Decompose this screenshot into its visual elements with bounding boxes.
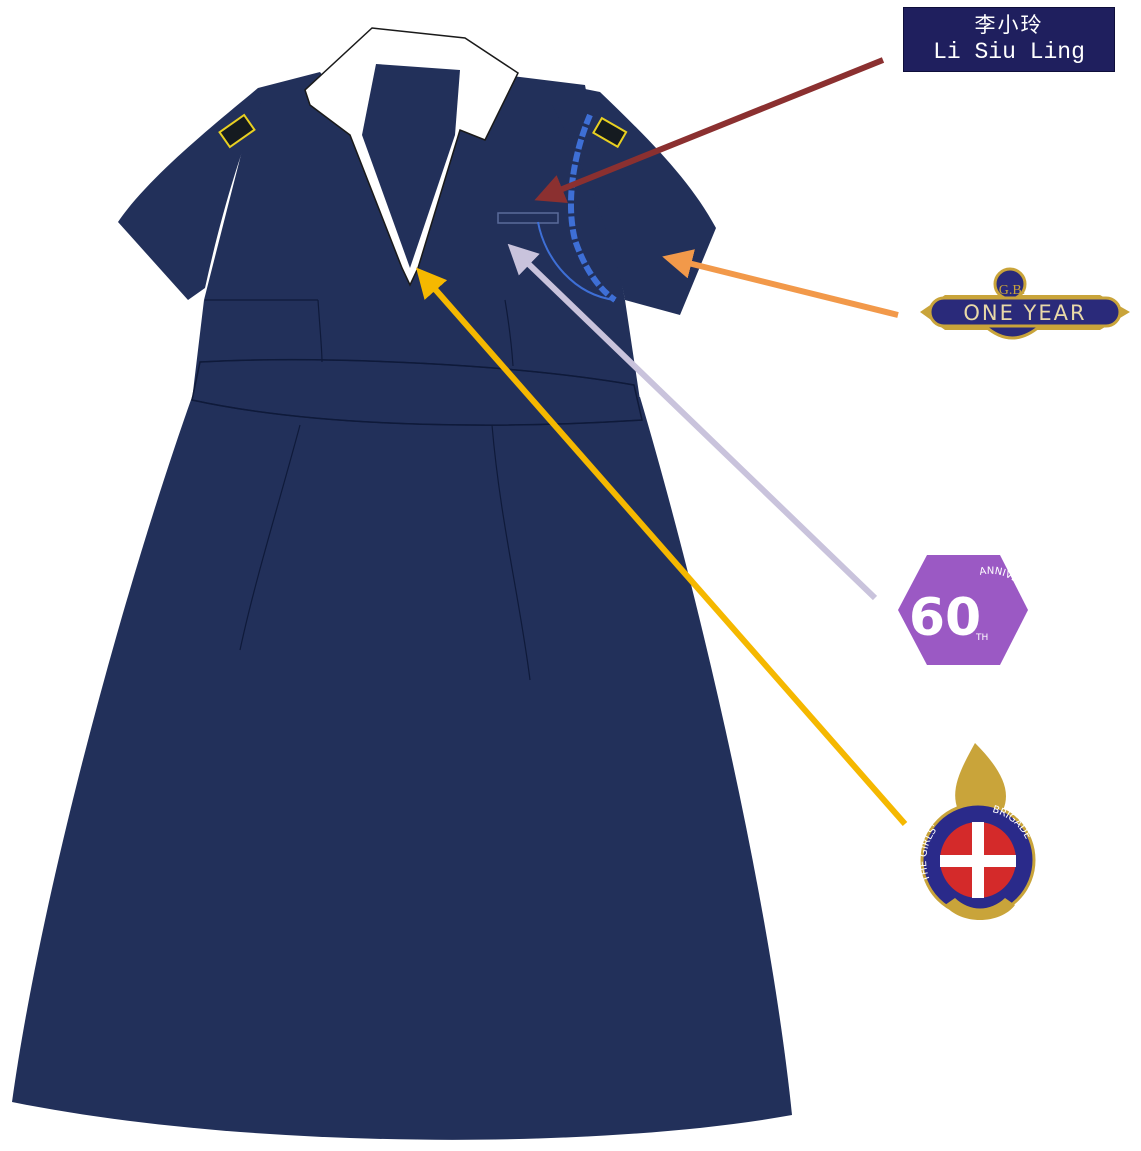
name-badge-english-name: Li Siu Ling xyxy=(904,38,1114,66)
anniversary-number: 60 xyxy=(909,588,981,648)
crest-flame xyxy=(955,743,1006,810)
name-badge: 李小玲 Li Siu Ling xyxy=(903,7,1115,72)
one-year-badge-main-text: ONE YEAR xyxy=(963,301,1086,325)
one-year-badge-top-text: G.B. xyxy=(999,283,1025,298)
dress-skirt xyxy=(12,397,792,1140)
dress-illustration xyxy=(12,28,792,1140)
anniversary-suffix: TH xyxy=(975,633,988,643)
arrow-one-year-badge xyxy=(668,258,898,315)
name-badge-chinese-name: 李小玲 xyxy=(904,12,1114,38)
anniversary-badge: 60 TH ANNIVERSARY xyxy=(898,555,1039,665)
girls-brigade-crest: THE GIRLS' BRIGADE xyxy=(918,743,1034,920)
one-year-service-badge: G.B. ONE YEAR xyxy=(920,269,1130,338)
